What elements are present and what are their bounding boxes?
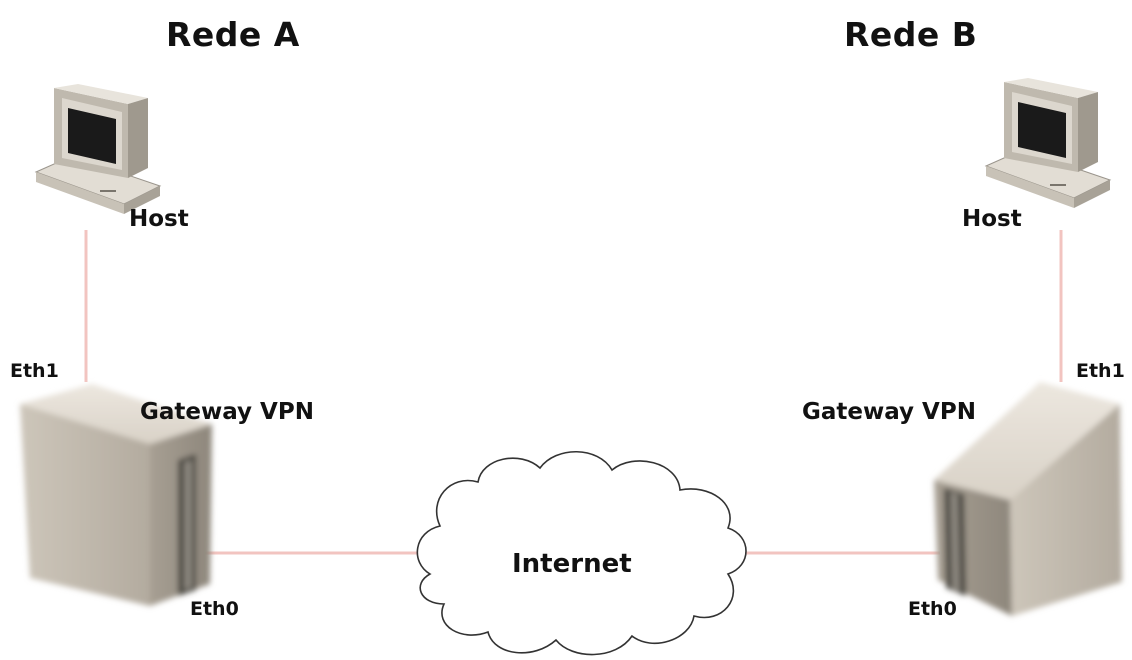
links [84, 230, 1063, 555]
computer-icon [984, 78, 1112, 208]
gateway-label-a: Gateway VPN [140, 399, 314, 425]
eth0-label-a: Eth0 [190, 598, 239, 620]
host-label-a: Host [129, 206, 189, 232]
eth0-label-b: Eth0 [908, 598, 957, 620]
network-title-b: Rede B [844, 15, 978, 54]
gateway-label-b: Gateway VPN [802, 399, 976, 425]
internet-label: Internet [512, 549, 632, 579]
server-icon [934, 382, 1122, 616]
network-title-a: Rede A [166, 15, 300, 54]
eth1-label-a: Eth1 [10, 360, 59, 382]
cloud-icon [416, 450, 747, 656]
host-label-b: Host [962, 206, 1022, 232]
computer-icon [34, 84, 162, 214]
server-icon [20, 384, 212, 606]
eth1-label-b: Eth1 [1076, 360, 1125, 382]
